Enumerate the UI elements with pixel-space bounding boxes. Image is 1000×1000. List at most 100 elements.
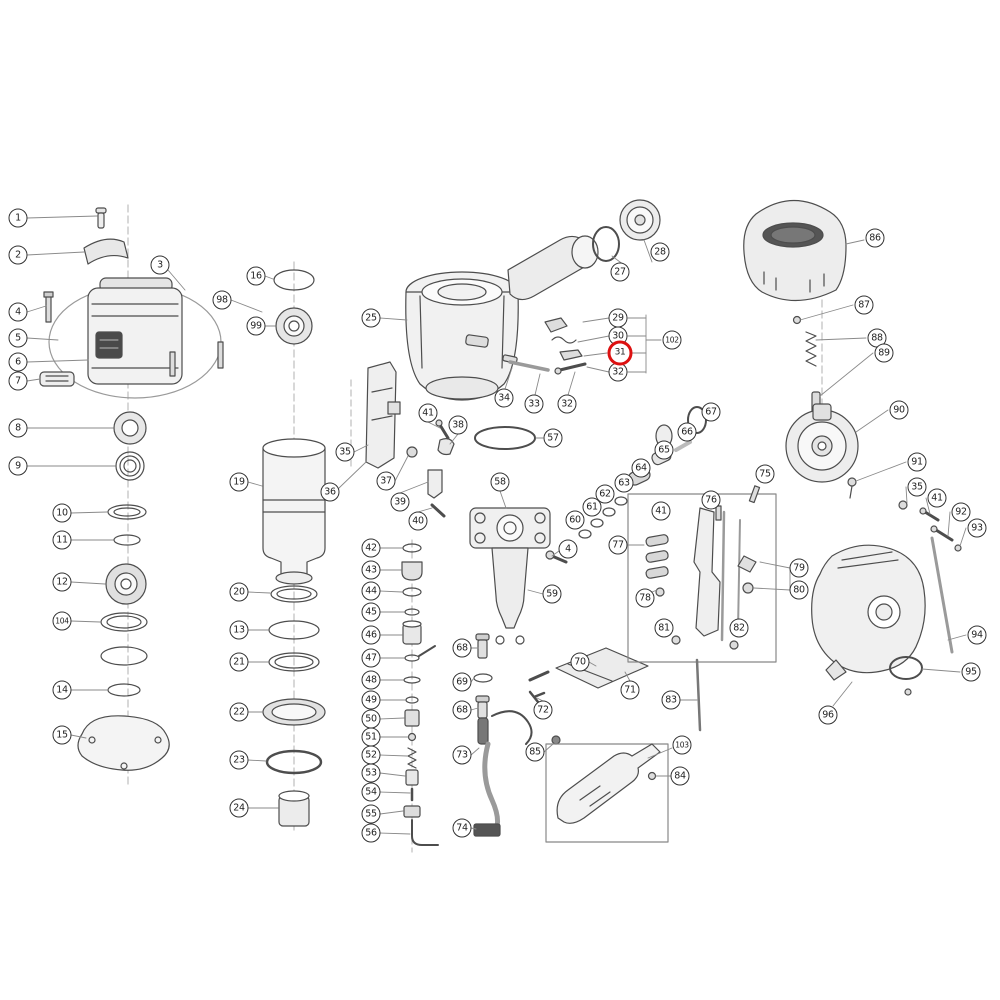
part-balloon-98[interactable]: 98 bbox=[212, 290, 232, 310]
part-balloon-53[interactable]: 53 bbox=[361, 763, 381, 783]
part-balloon-92[interactable]: 92 bbox=[951, 502, 971, 522]
part-balloon-40[interactable]: 40 bbox=[408, 511, 428, 531]
part-balloon-48[interactable]: 48 bbox=[361, 670, 381, 690]
part-balloon-83[interactable]: 83 bbox=[661, 690, 681, 710]
part-balloon-15[interactable]: 15 bbox=[52, 725, 72, 745]
part-balloon-75[interactable]: 75 bbox=[755, 464, 775, 484]
part-balloon-78[interactable]: 78 bbox=[635, 588, 655, 608]
part-balloon-4[interactable]: 4 bbox=[8, 302, 28, 322]
part-balloon-77[interactable]: 77 bbox=[608, 535, 628, 555]
part-balloon-49[interactable]: 49 bbox=[361, 690, 381, 710]
part-balloon-19[interactable]: 19 bbox=[229, 472, 249, 492]
part-balloon-32[interactable]: 32 bbox=[557, 394, 577, 414]
part-balloon-38[interactable]: 38 bbox=[448, 415, 468, 435]
part-balloon-87[interactable]: 87 bbox=[854, 295, 874, 315]
part-balloon-35[interactable]: 35 bbox=[335, 442, 355, 462]
part-balloon-73[interactable]: 73 bbox=[452, 745, 472, 765]
part-balloon-93[interactable]: 93 bbox=[967, 518, 987, 538]
part-balloon-22[interactable]: 22 bbox=[229, 702, 249, 722]
part-balloon-60[interactable]: 60 bbox=[565, 510, 585, 530]
part-balloon-29[interactable]: 29 bbox=[608, 308, 628, 328]
part-balloon-35[interactable]: 35 bbox=[907, 477, 927, 497]
part-balloon-89[interactable]: 89 bbox=[874, 343, 894, 363]
part-balloon-86[interactable]: 86 bbox=[865, 228, 885, 248]
part-balloon-79[interactable]: 79 bbox=[789, 558, 809, 578]
part-balloon-62[interactable]: 62 bbox=[595, 484, 615, 504]
part-balloon-39[interactable]: 39 bbox=[390, 492, 410, 512]
part-balloon-14[interactable]: 14 bbox=[52, 680, 72, 700]
part-balloon-9[interactable]: 9 bbox=[8, 456, 28, 476]
part-balloon-63[interactable]: 63 bbox=[614, 473, 634, 493]
part-balloon-33[interactable]: 33 bbox=[524, 394, 544, 414]
part-balloon-65[interactable]: 65 bbox=[654, 440, 674, 460]
part-balloon-102[interactable]: 102 bbox=[662, 330, 682, 350]
part-balloon-71[interactable]: 71 bbox=[620, 680, 640, 700]
part-balloon-6[interactable]: 6 bbox=[8, 352, 28, 372]
part-balloon-55[interactable]: 55 bbox=[361, 804, 381, 824]
part-balloon-28[interactable]: 28 bbox=[650, 242, 670, 262]
part-balloon-81[interactable]: 81 bbox=[654, 618, 674, 638]
part-balloon-84[interactable]: 84 bbox=[670, 766, 690, 786]
part-balloon-104[interactable]: 104 bbox=[52, 611, 72, 631]
part-balloon-8[interactable]: 8 bbox=[8, 418, 28, 438]
part-balloon-20[interactable]: 20 bbox=[229, 582, 249, 602]
part-balloon-91[interactable]: 91 bbox=[907, 452, 927, 472]
part-balloon-103[interactable]: 103 bbox=[672, 735, 692, 755]
part-balloon-88[interactable]: 88 bbox=[867, 328, 887, 348]
part-balloon-27[interactable]: 27 bbox=[610, 262, 630, 282]
part-balloon-56[interactable]: 56 bbox=[361, 823, 381, 843]
part-balloon-41[interactable]: 41 bbox=[927, 488, 947, 508]
part-balloon-7[interactable]: 7 bbox=[8, 371, 28, 391]
part-balloon-50[interactable]: 50 bbox=[361, 709, 381, 729]
part-balloon-47[interactable]: 47 bbox=[361, 648, 381, 668]
part-balloon-13[interactable]: 13 bbox=[229, 620, 249, 640]
part-balloon-31[interactable]: 31 bbox=[607, 340, 633, 366]
part-balloon-64[interactable]: 64 bbox=[631, 458, 651, 478]
part-balloon-74[interactable]: 74 bbox=[452, 818, 472, 838]
part-balloon-72[interactable]: 72 bbox=[533, 700, 553, 720]
part-balloon-10[interactable]: 10 bbox=[52, 503, 72, 523]
part-balloon-68[interactable]: 68 bbox=[452, 700, 472, 720]
part-balloon-41[interactable]: 41 bbox=[651, 501, 671, 521]
part-balloon-45[interactable]: 45 bbox=[361, 602, 381, 622]
part-balloon-54[interactable]: 54 bbox=[361, 782, 381, 802]
part-balloon-23[interactable]: 23 bbox=[229, 750, 249, 770]
part-balloon-52[interactable]: 52 bbox=[361, 745, 381, 765]
part-balloon-94[interactable]: 94 bbox=[967, 625, 987, 645]
part-balloon-70[interactable]: 70 bbox=[570, 652, 590, 672]
part-balloon-90[interactable]: 90 bbox=[889, 400, 909, 420]
part-balloon-16[interactable]: 16 bbox=[246, 266, 266, 286]
part-balloon-99[interactable]: 99 bbox=[246, 316, 266, 336]
part-balloon-36[interactable]: 36 bbox=[320, 482, 340, 502]
part-balloon-66[interactable]: 66 bbox=[677, 422, 697, 442]
part-balloon-25[interactable]: 25 bbox=[361, 308, 381, 328]
part-balloon-3[interactable]: 3 bbox=[150, 255, 170, 275]
part-balloon-95[interactable]: 95 bbox=[961, 662, 981, 682]
part-balloon-68[interactable]: 68 bbox=[452, 638, 472, 658]
part-balloon-41[interactable]: 41 bbox=[418, 403, 438, 423]
part-balloon-5[interactable]: 5 bbox=[8, 328, 28, 348]
part-balloon-59[interactable]: 59 bbox=[542, 584, 562, 604]
part-balloon-42[interactable]: 42 bbox=[361, 538, 381, 558]
part-balloon-58[interactable]: 58 bbox=[490, 472, 510, 492]
part-balloon-57[interactable]: 57 bbox=[543, 428, 563, 448]
part-balloon-24[interactable]: 24 bbox=[229, 798, 249, 818]
part-balloon-2[interactable]: 2 bbox=[8, 245, 28, 265]
part-balloon-43[interactable]: 43 bbox=[361, 560, 381, 580]
part-balloon-1[interactable]: 1 bbox=[8, 208, 28, 228]
part-balloon-46[interactable]: 46 bbox=[361, 625, 381, 645]
part-balloon-67[interactable]: 67 bbox=[701, 402, 721, 422]
part-balloon-44[interactable]: 44 bbox=[361, 581, 381, 601]
part-balloon-82[interactable]: 82 bbox=[729, 618, 749, 638]
part-balloon-34[interactable]: 34 bbox=[494, 388, 514, 408]
part-balloon-96[interactable]: 96 bbox=[818, 705, 838, 725]
part-balloon-12[interactable]: 12 bbox=[52, 572, 72, 592]
part-balloon-61[interactable]: 61 bbox=[582, 497, 602, 517]
part-balloon-80[interactable]: 80 bbox=[789, 580, 809, 600]
part-balloon-37[interactable]: 37 bbox=[376, 471, 396, 491]
part-balloon-76[interactable]: 76 bbox=[701, 490, 721, 510]
part-balloon-4[interactable]: 4 bbox=[558, 539, 578, 559]
part-balloon-11[interactable]: 11 bbox=[52, 530, 72, 550]
part-balloon-21[interactable]: 21 bbox=[229, 652, 249, 672]
part-balloon-69[interactable]: 69 bbox=[452, 672, 472, 692]
